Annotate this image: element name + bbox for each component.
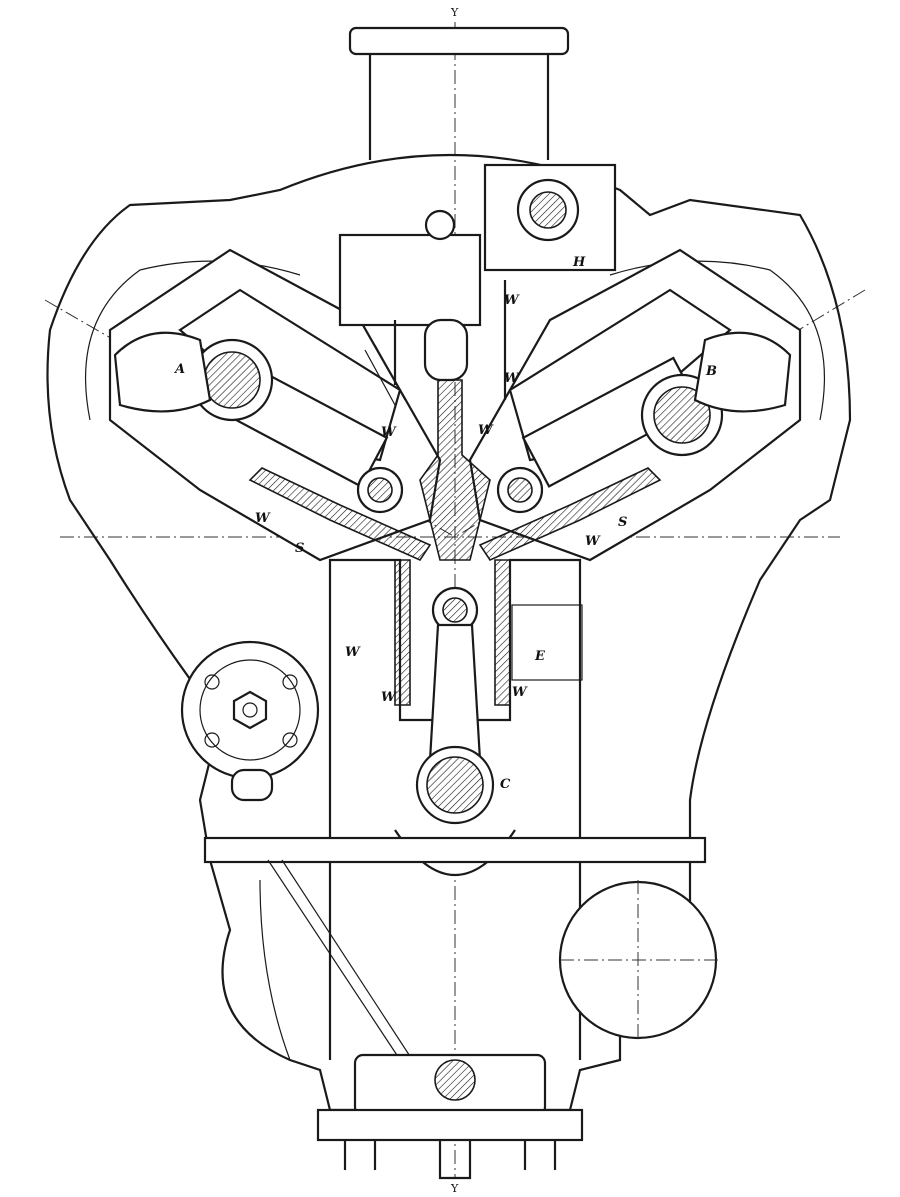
label-w: W — [381, 690, 397, 705]
axis-label-bottom: Y — [450, 1182, 459, 1195]
right-circular-housing — [558, 880, 720, 1040]
central-column — [338, 163, 617, 561]
right-cylinder-bank — [468, 248, 802, 562]
label-w: W — [504, 293, 520, 308]
intake-pipe — [348, 26, 570, 160]
label-w: W — [381, 425, 397, 440]
label-s-left: S — [295, 541, 304, 556]
label-s-right: S — [618, 515, 627, 530]
label-b: B — [705, 364, 717, 379]
label-w: W — [504, 371, 520, 386]
label-w: W — [512, 685, 528, 700]
label-w: W — [585, 534, 601, 549]
left-cylinder-bank — [108, 248, 442, 562]
label-w: W — [478, 423, 494, 438]
label-w: W — [255, 511, 271, 526]
label-w: W — [345, 645, 361, 660]
axis-label-top: Y — [450, 6, 459, 19]
crankcase — [203, 836, 707, 1180]
vertical-cylinder — [328, 558, 583, 877]
label-h: H — [572, 255, 586, 270]
label-c: C — [500, 777, 511, 792]
left-pump — [180, 640, 320, 802]
label-a: A — [173, 362, 185, 377]
label-e: E — [534, 649, 546, 664]
part-labels: A B C H E S S W W W W W W W W W — [173, 255, 717, 792]
